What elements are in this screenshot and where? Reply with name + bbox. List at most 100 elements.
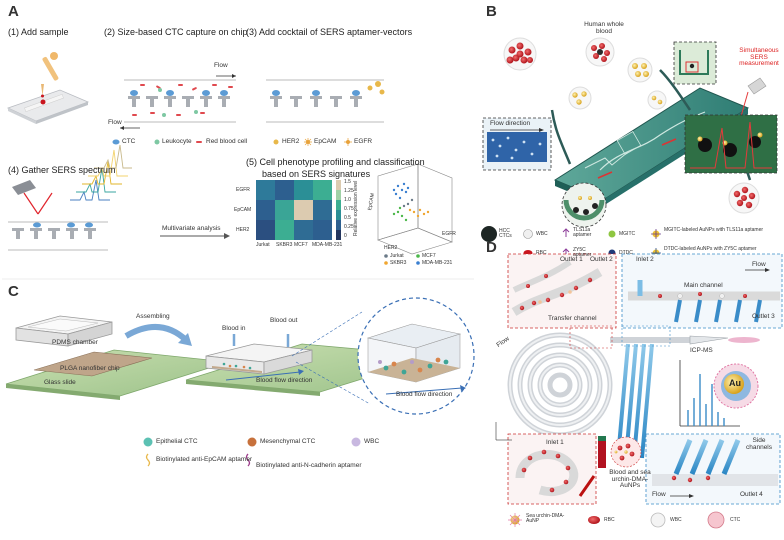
legend-sea-urchin-aunp: Sea urchin-DMA-AuNP: [526, 513, 565, 524]
icpms-spectrum: [679, 360, 740, 427]
blood-out-label: Blood out: [270, 317, 298, 324]
blood-in-label: Blood in: [222, 325, 246, 332]
assembling-label: Assembling: [136, 313, 170, 320]
blood-cluster-left: [503, 37, 537, 71]
outlet-3-label: Outlet 3: [752, 313, 775, 320]
legend-hcc-ctcs: HCC CTCs: [499, 228, 512, 239]
legend-dtdc: DTDC: [619, 250, 633, 256]
au-label: Au: [729, 378, 741, 388]
step-5-label-line2: based on SERS signatures: [262, 169, 371, 179]
colorbar-tick-2: 1.0: [344, 197, 351, 203]
blood-flow-label: Blood flow direction: [256, 377, 313, 384]
legend-wbc-c: WBC: [364, 438, 380, 445]
expression-heatmap: [256, 180, 341, 240]
colorbar-tick-4: 0.5: [344, 215, 351, 221]
aunp-cluster-top: [627, 57, 653, 83]
legend-rbc: Red blood cell: [206, 138, 248, 145]
multivariate-label: Multivariate analysis: [162, 225, 221, 232]
ctc-capture-chip: [120, 74, 236, 130]
colorbar-tick-6: 0: [344, 233, 347, 239]
panel-c-letter: C: [8, 283, 19, 300]
legend-her2: HER2: [282, 138, 300, 145]
capture-zoom-bubble: [561, 182, 607, 228]
colorbar-tick-0: 1.5: [344, 179, 351, 185]
flow-label-bottom: Flow: [108, 119, 122, 126]
aunp-cluster-mid: [568, 86, 592, 110]
glass-slide-label: Glass slide: [44, 379, 76, 386]
sample-slide-illustration: [6, 52, 90, 124]
aunp-cluster-small: [647, 90, 667, 110]
panel-b: [481, 37, 778, 258]
legend-rbc-d: RBC: [604, 517, 615, 523]
inlet-2-label: Inlet 2: [636, 256, 654, 263]
colorbar-tick-5: 0.25: [344, 224, 354, 230]
legend-ncadherin-aptamer: Biotinylated anti-N-cadherin aptamer: [256, 462, 362, 469]
scatter-legend-mcf7: MCF7: [422, 253, 436, 259]
outlet-4-label: Outlet 4: [740, 491, 763, 498]
legend-rbc-b: RBC: [536, 250, 547, 256]
legend-zy5c: ZY5C aptamer: [573, 247, 592, 258]
human-blood-label: Human whole blood: [584, 21, 624, 35]
legend-epcam: EpCAM: [314, 138, 337, 145]
heatmap-row-her2: HER2: [236, 227, 250, 233]
sers-spectrum-illustration: [8, 144, 132, 251]
blood-aunp-sample: [598, 436, 642, 468]
legend-ctc: CTC: [122, 138, 136, 145]
side-channels-label: Side channels: [745, 437, 773, 451]
legend-mesenchymal-ctc: Mesenchymal CTC: [260, 438, 316, 445]
step-3-label: (3) Add cocktail of SERS aptamer-vectors: [246, 27, 413, 37]
icpms-label: ICP-MS: [690, 347, 713, 354]
panel-d: [495, 253, 783, 529]
simultaneous-sers-label: Simultaneous SERS measurement: [739, 47, 779, 67]
legend-mgitc-aunp: MGITC-labeled AuNPs with TLS11a aptamer: [664, 227, 764, 233]
heatmap-col-mcf7: MCF7: [294, 242, 308, 248]
scatter-axis-egfr: EGFR: [442, 231, 456, 237]
legend-wbc-d: WBC: [670, 517, 682, 523]
pdms-chamber-label: PDMS chamber: [52, 339, 98, 346]
inlet-1-label: Inlet 1: [546, 439, 564, 446]
legend-epcam-aptamer: Biotinylated anti-EpCAM aptamer: [156, 456, 253, 463]
legend-tls11a: TLS11a aptamer: [573, 227, 592, 238]
legend-ctc-d: CTC: [730, 517, 741, 523]
flow-label-top-d: Flow: [752, 261, 766, 268]
chamber-zoom-circle: [291, 297, 475, 415]
colorbar-label: Relative expression level: [353, 180, 359, 236]
panel-d-letter: D: [486, 239, 497, 256]
scatter-legend-mda: MDA-MB-231: [422, 260, 453, 266]
legend-leukocyte: Leukocyte: [162, 138, 192, 145]
scatter-axis-her2: HER2: [384, 245, 398, 251]
flow-direction-inset: [482, 117, 552, 171]
step-1-label: (1) Add sample: [8, 27, 69, 37]
colorbar-tick-3: 0.75: [344, 206, 354, 212]
scatter-3d-plot: [377, 163, 453, 265]
legend-dtdc-aunp: DTDC-labeled AuNPs with ZY5C aptamer: [664, 246, 757, 252]
panel-a: [6, 52, 453, 265]
human-whole-blood-drop: [585, 37, 615, 67]
sers-measurement-inset: [684, 114, 778, 174]
main-channel-inset: [621, 253, 783, 329]
plga-chip-label: PLGA nanofiber chip: [60, 365, 120, 372]
side-channel-inset: [645, 433, 781, 505]
flow-label-top: Flow: [214, 62, 228, 69]
aptamer-vector-chip: [266, 79, 385, 123]
flow-direction-label: Flow direction: [490, 120, 531, 127]
main-channel-label: Main channel: [684, 282, 723, 289]
chamber-inset: [673, 41, 717, 85]
step-2-label: (2) Size-based CTC capture on chip: [104, 27, 248, 37]
colorbar-tick-1: 1.25: [344, 188, 354, 194]
legend-mgitc: MGITC: [619, 231, 636, 237]
blood-flow-zoom-label: Blood flow direction: [396, 391, 453, 398]
heatmap-row-egfr: EGFR: [236, 187, 250, 193]
outlet-2-label: Outlet 2: [590, 256, 613, 263]
inlet-inset: [507, 433, 597, 505]
legend-wbc: WBC: [536, 231, 548, 237]
blood-aunp-label: Blood and sea urchin-DMA-AuNPs: [609, 469, 651, 489]
heatmap-col-skbr3: SKBR3: [276, 242, 293, 248]
panel-a-letter: A: [8, 3, 19, 20]
au-nanoparticle: [713, 363, 759, 409]
heatmap-col-jurkat: Jurkat: [256, 242, 270, 248]
legend-epithelial-ctc: Epithelial CTC: [156, 438, 198, 445]
heatmap-col-mda: MDA-MB-231: [312, 242, 343, 248]
step-5-label-line1: (5) Cell phenotype profiling and classif…: [246, 157, 425, 167]
